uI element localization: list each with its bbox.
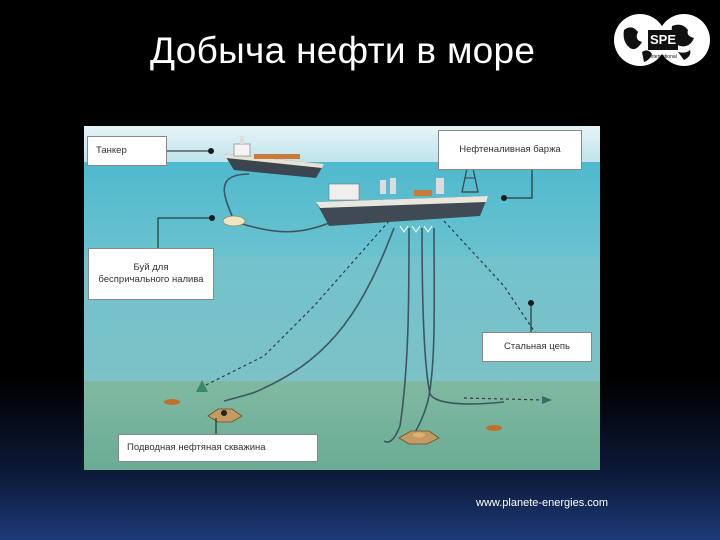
oil-barge	[316, 153, 488, 233]
anchor-left	[196, 380, 208, 392]
label-well: Подводная нефтяная скважина	[118, 434, 318, 462]
loading-buoy	[222, 215, 246, 227]
spe-logo: SPE International	[612, 12, 712, 68]
label-barge: Нефтеналивная баржа	[438, 130, 582, 170]
logo-subtext: International	[649, 54, 677, 60]
risers	[223, 173, 505, 443]
source-credit: www.planete-energies.com	[476, 497, 609, 509]
logo-text: SPE	[650, 32, 676, 47]
tanker-ship	[224, 136, 324, 178]
slide-title: Добыча нефти в море	[150, 30, 536, 71]
label-buoy: Буй для беспричального налива	[88, 248, 214, 300]
label-tanker: Танкер	[87, 136, 167, 166]
anchor-right	[542, 396, 552, 404]
globe-icon: SPE International	[614, 14, 710, 66]
seabed-equipment	[164, 399, 502, 445]
label-chain: Стальная цепь	[482, 332, 592, 362]
offshore-oil-diagram: Танкер Нефтеналивная баржа Буй для беспр…	[84, 126, 600, 470]
callout-leaders	[157, 148, 534, 436]
